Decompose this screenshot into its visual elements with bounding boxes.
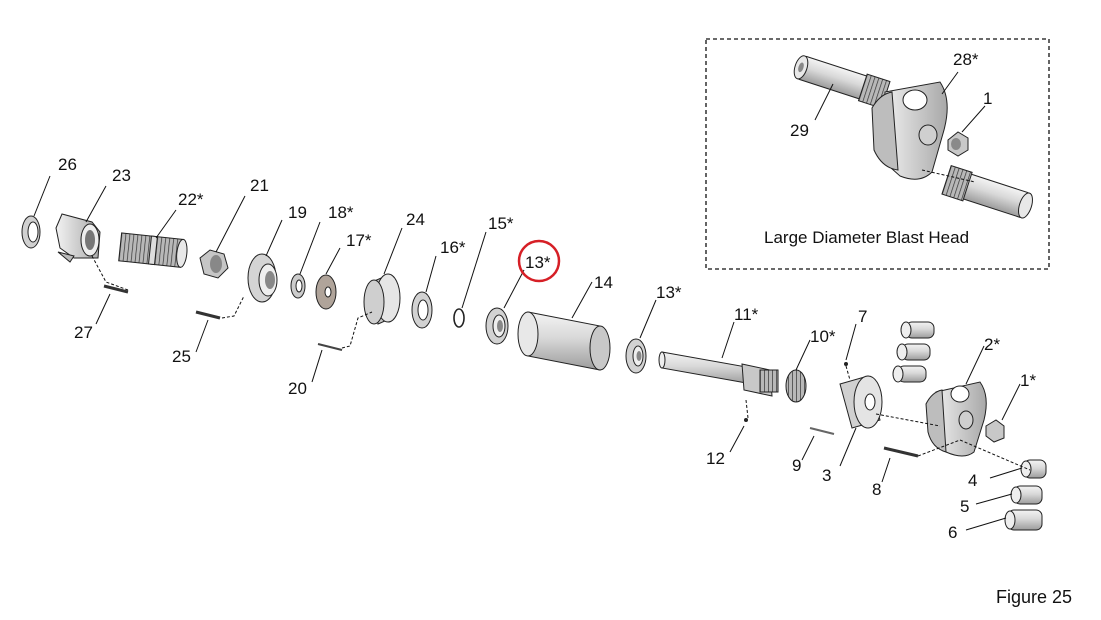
part-2-blast-head <box>925 381 987 457</box>
callout-13-highlighted: 13* <box>525 253 551 272</box>
callout-4: 4 <box>968 471 977 490</box>
inset-large-diameter-blast-head: 28* 1 29 Large Diameter Blast Head <box>705 38 1050 270</box>
figure-caption: Figure 25 <box>996 587 1072 607</box>
part-19-flange <box>247 253 278 303</box>
callout-17: 17* <box>346 231 372 250</box>
callout-1: 1* <box>1020 371 1036 390</box>
callout-13: 13* <box>656 283 682 302</box>
inset-shaft-29-lower <box>941 164 1033 219</box>
callout-3: 3 <box>822 466 831 485</box>
part-17-disc <box>315 274 337 310</box>
callout-10: 10* <box>810 327 836 346</box>
callout-19: 19 <box>288 203 307 222</box>
callout-24: 24 <box>406 210 425 229</box>
callout-27: 27 <box>74 323 93 342</box>
part-26-seal <box>21 215 41 249</box>
callout-25: 25 <box>172 347 191 366</box>
callout-6: 6 <box>948 523 957 542</box>
callout-9: 9 <box>792 456 801 475</box>
inset-shaft-29-upper <box>793 55 891 109</box>
callout-5: 5 <box>960 497 969 516</box>
callout-15: 15* <box>488 214 514 233</box>
leader-lines <box>33 175 1023 531</box>
part-3-hub <box>839 375 883 429</box>
callout-29: 29 <box>790 121 809 140</box>
part-16-washer <box>411 291 433 329</box>
nozzle-inserts-lower <box>1004 459 1047 531</box>
callout-22: 22* <box>178 190 204 209</box>
callout-18: 18* <box>328 203 354 222</box>
callout-1-inset: 1 <box>983 89 992 108</box>
nozzle-inserts-upper <box>892 321 935 383</box>
callout-11: 11* <box>734 305 759 324</box>
assembly-axis-lines <box>91 255 1031 471</box>
part-13-bearing-left <box>485 307 509 345</box>
callout-16: 16* <box>440 238 466 257</box>
callout-14: 14 <box>594 273 613 292</box>
callout-21: 21 <box>250 176 269 195</box>
part-24-ring <box>363 273 401 325</box>
part-18-washer <box>290 273 306 299</box>
inset-title: Large Diameter Blast Head <box>764 228 969 247</box>
part-14-housing-tube <box>517 311 611 371</box>
part-22-hose-stem <box>118 232 188 268</box>
part-10-spline-coupling <box>785 369 807 403</box>
callout-20: 20 <box>288 379 307 398</box>
callout-12: 12 <box>706 449 725 468</box>
part-11-shaft <box>658 351 779 397</box>
callout-labels: 26 23 22* 21 19 18* 17* 24 16* 15* 13* 1… <box>58 155 1036 542</box>
part-13-bearing-right <box>625 338 647 374</box>
callout-23: 23 <box>112 166 131 185</box>
part-23-coupling <box>55 213 101 263</box>
screws <box>103 284 919 458</box>
inset-nut-1 <box>947 131 969 157</box>
callout-7: 7 <box>858 307 867 326</box>
callout-8: 8 <box>872 480 881 499</box>
part-1-nut <box>985 419 1005 443</box>
callout-26: 26 <box>58 155 77 174</box>
callout-2: 2* <box>984 335 1000 354</box>
callout-28: 28* <box>953 50 979 69</box>
highlight-circle <box>517 239 561 283</box>
inset-head-28 <box>871 81 948 180</box>
part-15-o-ring <box>453 308 465 328</box>
part-21-nut <box>199 249 229 279</box>
